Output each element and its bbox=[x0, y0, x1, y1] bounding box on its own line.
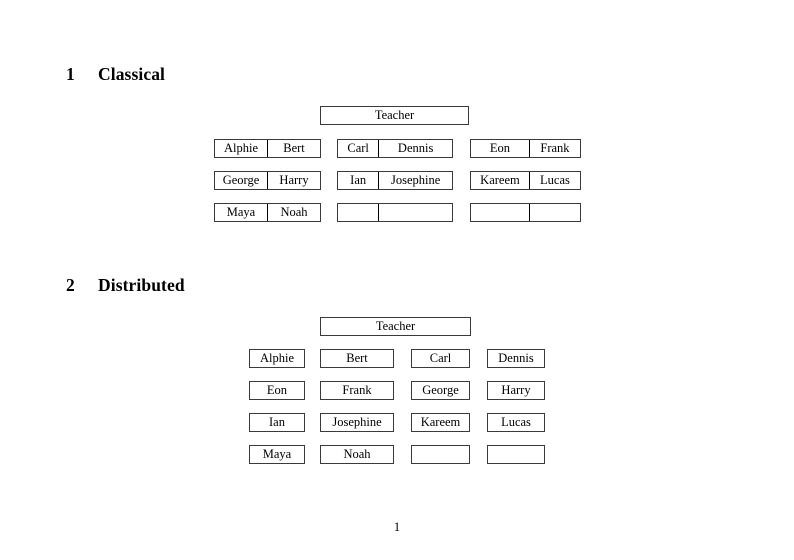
name-box: Maya bbox=[249, 445, 305, 464]
name-box-empty bbox=[487, 445, 545, 464]
name-box: Kareem bbox=[411, 413, 470, 432]
classical-group-middle-row-2: Ian Josephine bbox=[337, 171, 453, 190]
name-cell: Noah bbox=[267, 204, 320, 221]
name-cell-empty bbox=[338, 204, 378, 221]
classical-group-middle-row-3 bbox=[337, 203, 453, 222]
name-cell: Maya bbox=[226, 205, 256, 219]
section-number: 2 bbox=[66, 275, 75, 295]
classical-group-left-row-3: Maya Noah bbox=[214, 203, 321, 222]
classical-group-right-row-2: Kareem Lucas bbox=[470, 171, 581, 190]
section-title: Classical bbox=[98, 64, 166, 84]
name-cell: Alphie bbox=[223, 141, 259, 155]
name-cell: Carl bbox=[347, 141, 369, 155]
name-cell: George bbox=[222, 173, 260, 187]
name-cell-empty bbox=[378, 204, 452, 221]
classical-group-left-row-2: George Harry bbox=[214, 171, 321, 190]
section-number: 1 bbox=[66, 64, 75, 84]
name-cell: Bert bbox=[267, 140, 320, 157]
name-cell: Frank bbox=[528, 140, 580, 157]
name-box: Dennis bbox=[487, 349, 545, 368]
name-box: Josephine bbox=[320, 413, 394, 432]
name-cell: Ian bbox=[350, 173, 367, 187]
name-box: Noah bbox=[320, 445, 394, 464]
section-heading-distributed: 2 Distributed bbox=[66, 275, 185, 296]
name-box: Bert bbox=[320, 349, 394, 368]
name-box: Frank bbox=[320, 381, 394, 400]
name-box: Harry bbox=[487, 381, 545, 400]
name-box: Eon bbox=[249, 381, 305, 400]
section-title: Distributed bbox=[98, 275, 185, 295]
name-cell: Josephine bbox=[378, 172, 452, 189]
section-heading-classical: 1 Classical bbox=[66, 64, 165, 85]
classical-group-right-row-1: Eon Frank bbox=[470, 139, 581, 158]
name-cell-empty bbox=[528, 204, 580, 221]
name-box: Alphie bbox=[249, 349, 305, 368]
classical-group-middle-row-1: Carl Dennis bbox=[337, 139, 453, 158]
classical-group-left-row-1: Alphie Bert bbox=[214, 139, 321, 158]
name-cell: Dennis bbox=[378, 140, 452, 157]
name-cell: Lucas bbox=[528, 172, 580, 189]
classical-group-right-row-3 bbox=[470, 203, 581, 222]
name-box: George bbox=[411, 381, 470, 400]
teacher-box-classical: Teacher bbox=[320, 106, 469, 125]
name-box: Lucas bbox=[487, 413, 545, 432]
name-cell: Harry bbox=[267, 172, 320, 189]
name-box: Carl bbox=[411, 349, 470, 368]
name-box: Ian bbox=[249, 413, 305, 432]
page-number: 1 bbox=[393, 520, 401, 534]
name-cell: Eon bbox=[489, 141, 511, 155]
name-cell: Kareem bbox=[480, 173, 520, 187]
name-box-empty bbox=[411, 445, 470, 464]
teacher-box-distributed: Teacher bbox=[320, 317, 471, 336]
name-cell-empty bbox=[471, 204, 529, 221]
